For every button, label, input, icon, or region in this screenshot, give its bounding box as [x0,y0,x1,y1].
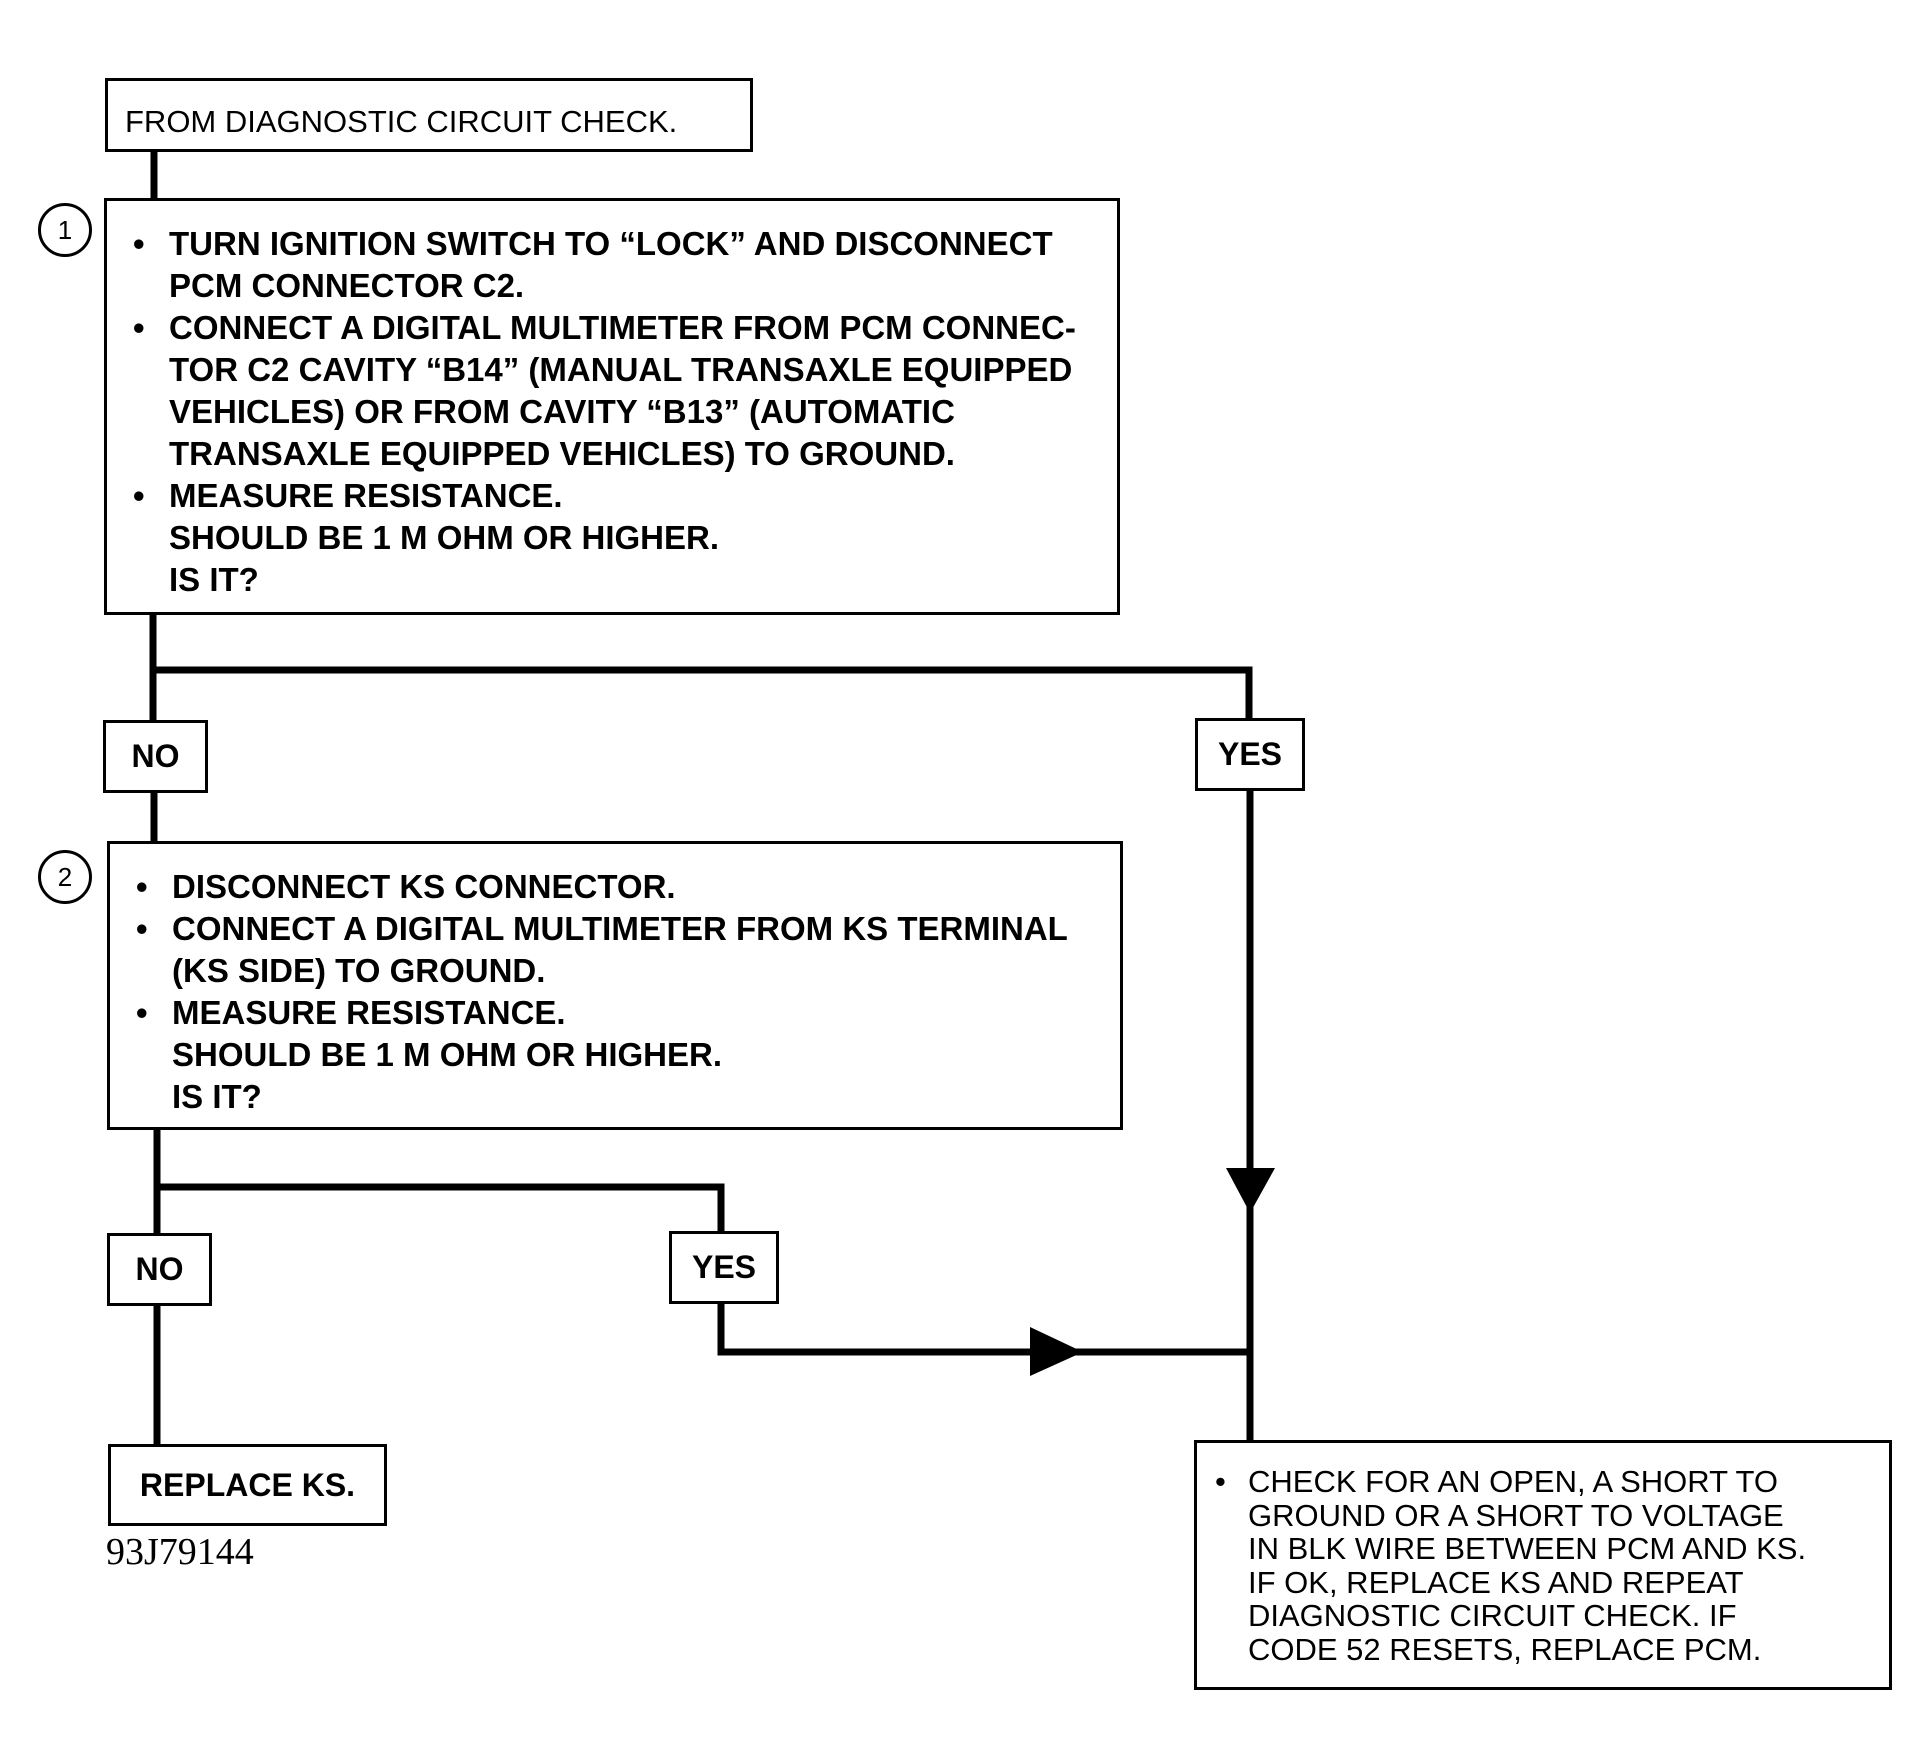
step-2-box: DISCONNECT KS CONNECTOR. CONNECT A DIGIT… [107,841,1123,1130]
arrowhead-right [1030,1327,1083,1376]
step-2-yes-label: YES [669,1231,779,1304]
step-1-no-label: NO [103,720,208,793]
step-1-bullet-3: MEASURE RESISTANCE. SHOULD BE 1 M OHM OR… [130,475,1107,601]
figure-id: 93J79144 [106,1531,254,1573]
step-number-2: 2 [38,850,92,904]
check-wiring-box: CHECK FOR AN OPEN, A SHORT TO GROUND OR … [1194,1440,1892,1690]
step-1-yes-label: YES [1195,718,1305,791]
connector-yes2-to-merge [717,1300,1254,1356]
step-2-no-label: NO [107,1233,212,1306]
step-1-bullet-1: TURN IGNITION SWITCH TO “LOCK” AND DISCO… [130,223,1107,307]
step-2-bullet-1: DISCONNECT KS CONNECTOR. [133,866,1110,908]
step-2-bullet-2: CONNECT A DIGITAL MULTIMETER FROM KS TER… [133,908,1110,992]
replace-ks-text: REPLACE KS. [139,1466,356,1503]
start-text: FROM DIAGNOSTIC CIRCUIT CHECK. [125,104,678,139]
replace-ks-box: REPLACE KS. [108,1444,387,1526]
step-2-bullets: DISCONNECT KS CONNECTOR. CONNECT A DIGIT… [133,866,1110,1118]
step-1-box: TURN IGNITION SWITCH TO “LOCK” AND DISCO… [104,198,1120,615]
step-1-bullets: TURN IGNITION SWITCH TO “LOCK” AND DISCO… [130,223,1107,601]
step-2-bullet-3: MEASURE RESISTANCE. SHOULD BE 1 M OHM OR… [133,992,1110,1118]
check-wiring-text: CHECK FOR AN OPEN, A SHORT TO GROUND OR … [1213,1465,1879,1666]
arrowhead-down [1226,1168,1275,1213]
check-wiring-bullets: CHECK FOR AN OPEN, A SHORT TO GROUND OR … [1213,1465,1879,1666]
step-number-1: 1 [38,203,92,257]
step-1-bullet-2: CONNECT A DIGITAL MULTIMETER FROM PCM CO… [130,307,1107,475]
start-box: FROM DIAGNOSTIC CIRCUIT CHECK. [105,78,753,152]
